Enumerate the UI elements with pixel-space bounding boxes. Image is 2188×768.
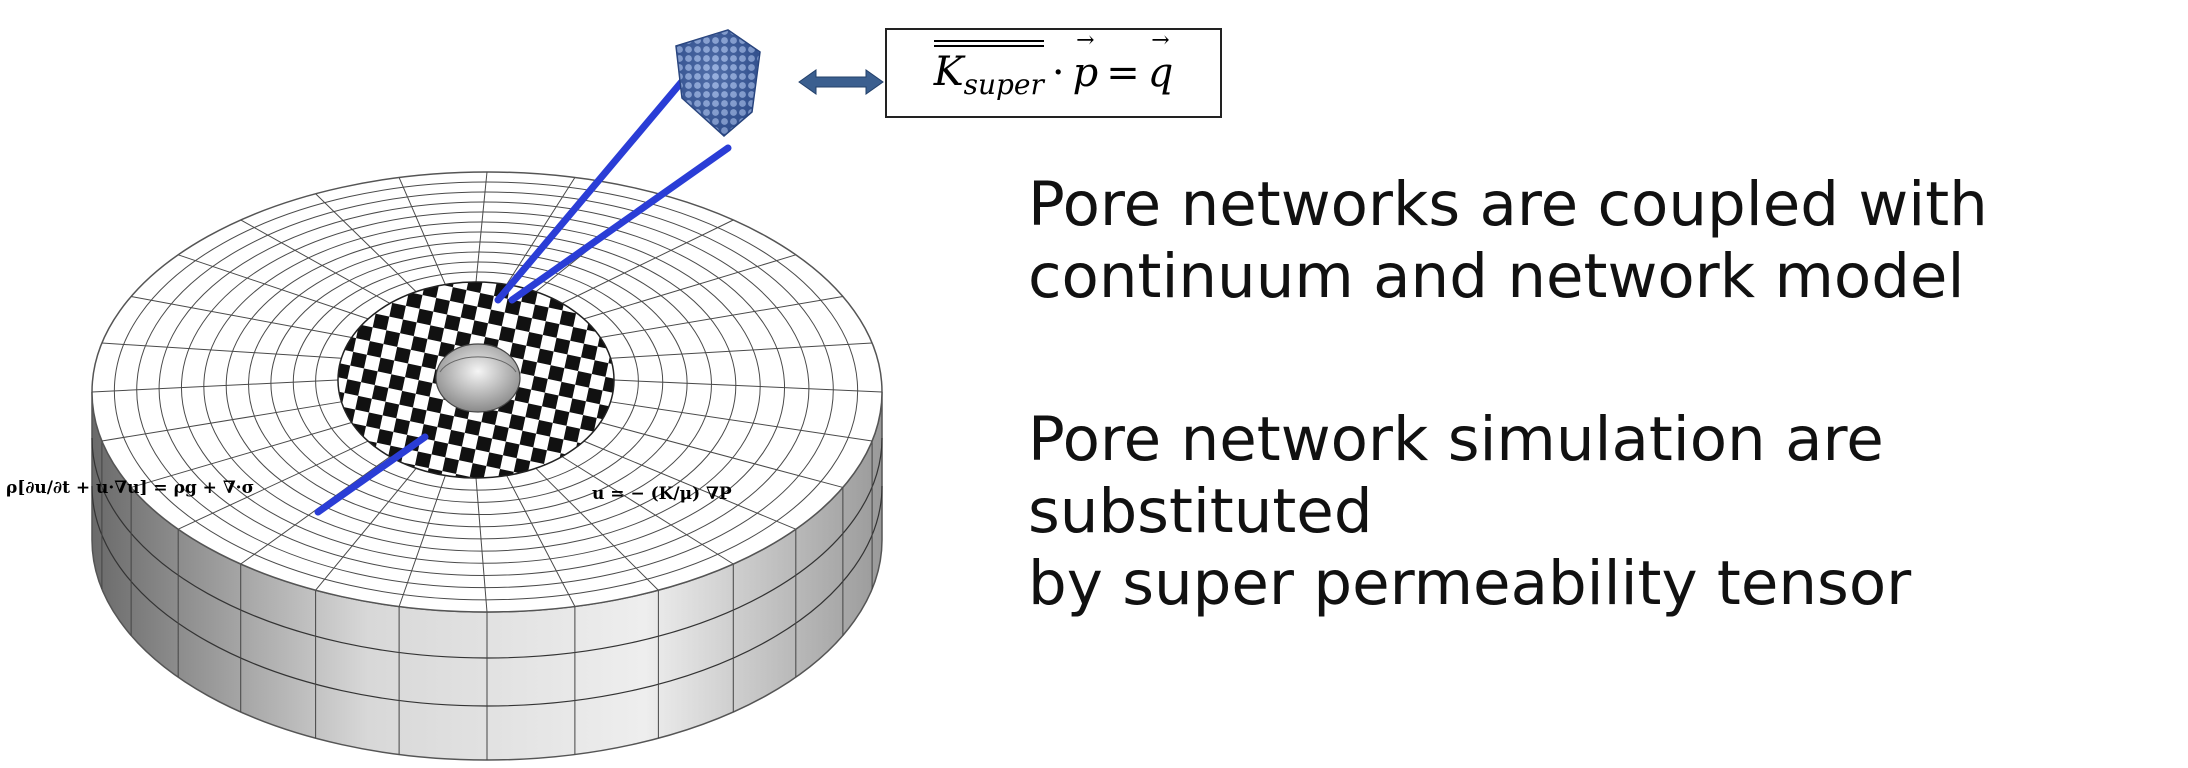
dot-operator: · [1051, 50, 1065, 96]
mesh-radial [506, 475, 576, 607]
bullet-super-permeability: Pore network simulation are substituted … [1028, 404, 2188, 620]
mesh-radial [101, 342, 342, 359]
mesh-radial [475, 477, 488, 613]
mesh-radial [535, 467, 659, 591]
bullet-line: Pore network simulation are substituted [1028, 404, 1884, 547]
pressure-vector: p [1073, 50, 1099, 96]
wellbore-hole [435, 343, 521, 413]
mesh-radial [583, 254, 796, 320]
super-permeability-equation: Ksuper · p = q [885, 28, 1222, 118]
mesh-radial [561, 219, 734, 304]
mesh-radial [315, 467, 417, 591]
coupling-line-left [494, 62, 699, 304]
coupling-lines [314, 62, 732, 516]
mesh-radial [398, 177, 446, 285]
equals-sign: = [1106, 50, 1140, 96]
mesh-radial [101, 401, 342, 442]
tensor-subscript: super [963, 68, 1044, 101]
coupling-line-right [508, 144, 732, 304]
bullet-line: Pore networks are coupled with [1028, 169, 1988, 240]
mesh-radial [131, 296, 352, 338]
momentum-equation: ρ[∂u/∂t + u·∇u] = ρg + ∇·σ [6, 478, 255, 498]
mesh-radial [600, 296, 843, 338]
mesh-radial [610, 401, 873, 442]
tensor-symbol: Ksuper [933, 40, 1045, 101]
mesh-radial [561, 456, 734, 565]
darcy-equation: u = − (K/μ) ∇P [592, 484, 732, 504]
mesh-radial [130, 422, 352, 488]
double-arrow-icon [798, 69, 884, 95]
mesh-radial [600, 422, 844, 488]
mesh-radial [475, 171, 488, 283]
mesh-radial [398, 475, 446, 607]
flow-vector: q [1148, 50, 1174, 96]
mesh-radial [506, 177, 576, 285]
mesh-radial [91, 379, 339, 393]
mesh-radial [240, 219, 391, 304]
coupling-line-lower [314, 433, 429, 516]
pore-network-cube-icon [675, 29, 761, 137]
mesh-radial [610, 342, 873, 359]
mesh-radial [315, 193, 417, 293]
bullet-line: by super permeability tensor [1028, 548, 1912, 619]
bullet-pore-coupling: Pore networks are coupled with continuum… [1028, 169, 1988, 313]
reservoir-side-wall [91, 391, 883, 761]
mesh-radial [177, 440, 369, 530]
mesh-radial [178, 254, 369, 320]
mesh-radial [583, 440, 797, 530]
mesh-radial [613, 379, 883, 393]
bullet-line: continuum and network model [1028, 241, 1965, 312]
tensor-k: K [933, 49, 964, 95]
